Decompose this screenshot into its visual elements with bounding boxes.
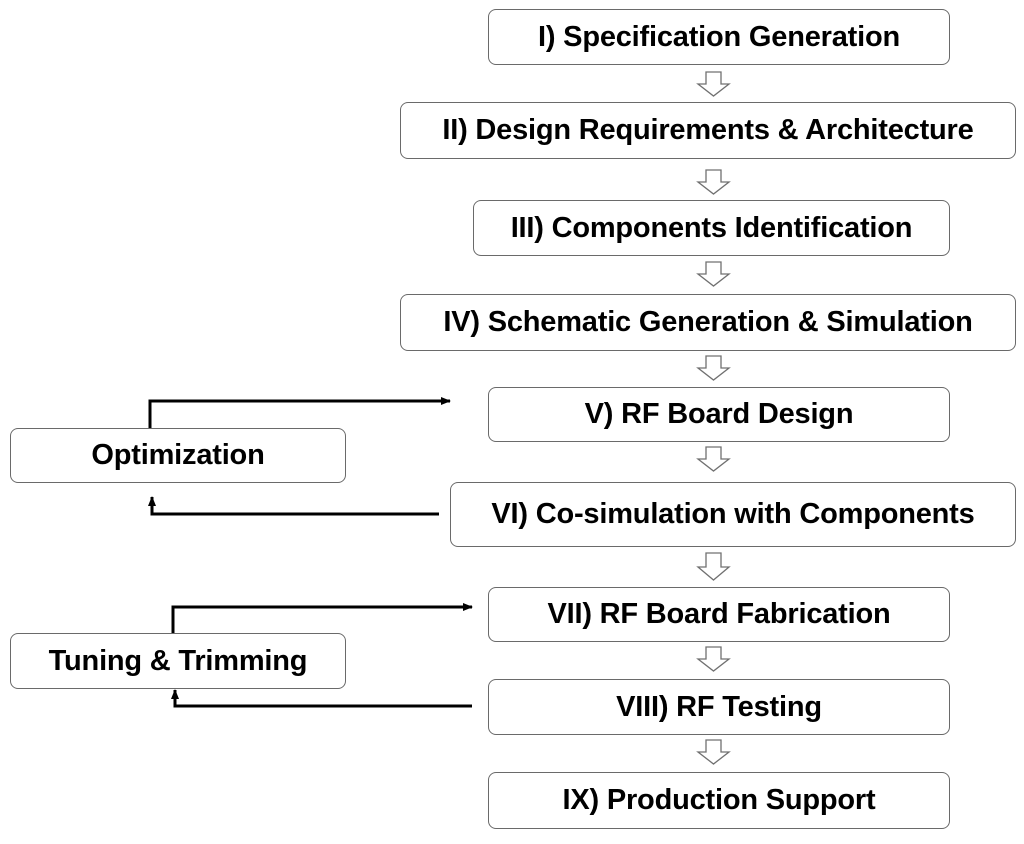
testing-to-tuning-arrow xyxy=(171,689,472,708)
step-components-identification: III) Components Identification xyxy=(473,200,950,256)
flow-arrow-4-5 xyxy=(696,355,731,381)
flow-arrow-6-7 xyxy=(696,552,731,581)
step-design-requirements-architecture: II) Design Requirements & Architecture xyxy=(400,102,1016,159)
step-rf-testing: VIII) RF Testing xyxy=(488,679,950,735)
step-cosimulation-with-components: VI) Co-simulation with Components xyxy=(450,482,1016,547)
flow-arrow-3-4 xyxy=(696,261,731,287)
step-rf-board-design: V) RF Board Design xyxy=(488,387,950,442)
step-rf-board-fabrication: VII) RF Board Fabrication xyxy=(488,587,950,642)
loop-optimization: Optimization xyxy=(10,428,346,483)
optimization-to-rf-board-design-arrow xyxy=(148,397,451,429)
step-specification-generation: I) Specification Generation xyxy=(488,9,950,65)
flow-arrow-2-3 xyxy=(696,169,731,195)
step-schematic-generation-simulation: IV) Schematic Generation & Simulation xyxy=(400,294,1016,351)
cosimulation-to-optimization-arrow xyxy=(148,496,439,516)
flow-arrow-5-6 xyxy=(696,446,731,472)
tuning-to-fabrication-arrow xyxy=(171,603,473,634)
step-production-support: IX) Production Support xyxy=(488,772,950,829)
flow-arrow-7-8 xyxy=(696,646,731,672)
loop-tuning-trimming: Tuning & Trimming xyxy=(10,633,346,689)
flow-arrow-1-2 xyxy=(696,71,731,97)
flow-arrow-8-9 xyxy=(696,739,731,765)
